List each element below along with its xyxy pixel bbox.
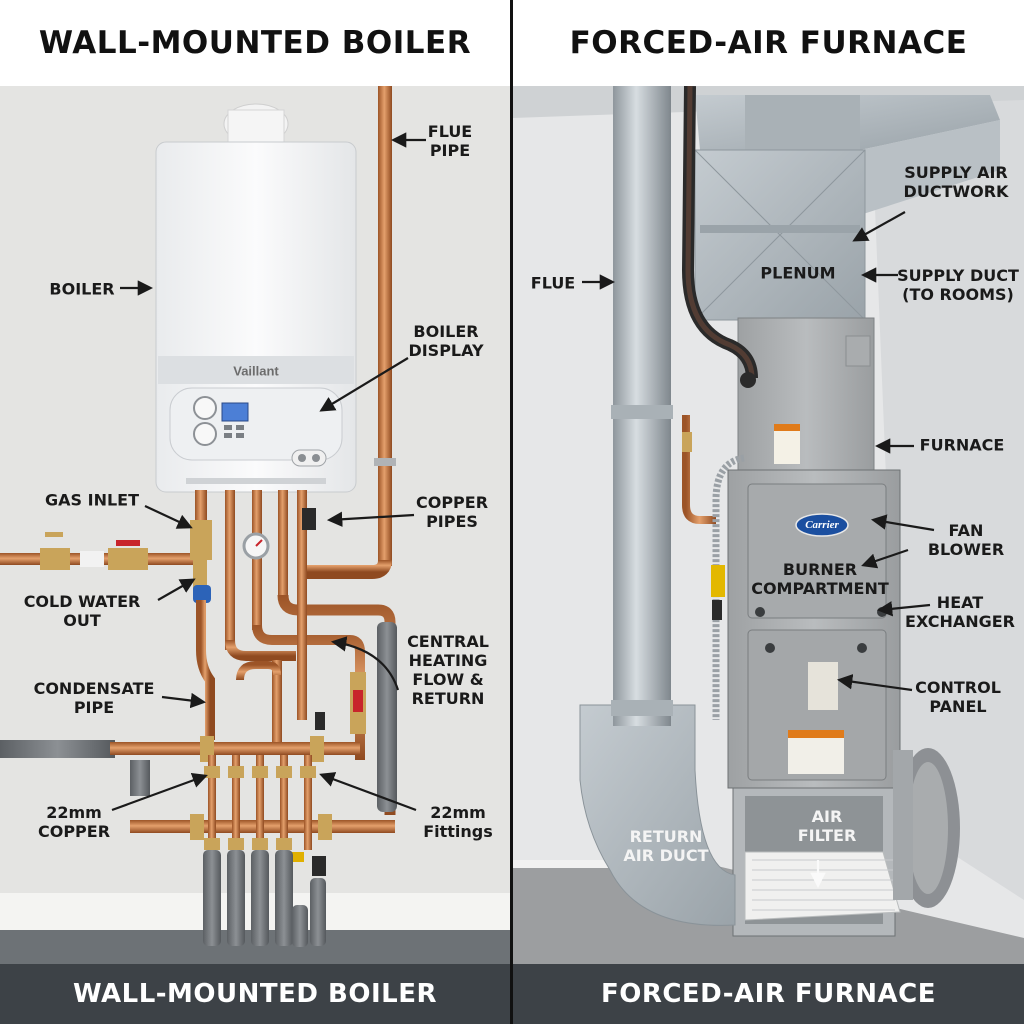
manifold-drops [204, 755, 326, 876]
arrow-supply-ductwork [852, 211, 906, 242]
label-22mm-copper: 22mm COPPER [37, 803, 111, 841]
label-heat-exchanger: HEAT EXCHANGER [905, 593, 1015, 631]
furnace-header: FORCED-AIR FURNACE [513, 0, 1024, 86]
boiler-header: WALL-MOUNTED BOILER [0, 0, 510, 86]
boiler-footer: WALL-MOUNTED BOILER [73, 979, 437, 1009]
label-burner-compartment: BURNER COMPARTMENT [751, 560, 889, 598]
boiler-footer-bar [0, 964, 510, 1024]
label-fan-blower: FAN BLOWER [927, 521, 1005, 559]
arrow-heat-exchanger [876, 601, 931, 617]
arrow-22mm-copper [111, 772, 208, 812]
arrow-boiler-display [319, 357, 409, 412]
label-plenum: PLENUM [760, 263, 836, 283]
label-boiler-display: BOILER DISPLAY [408, 322, 484, 360]
carrier-logo [795, 513, 849, 537]
furnace-footer: FORCED-AIR FURNACE [600, 979, 937, 1009]
label-air-filter: AIR FILTER [797, 807, 857, 845]
label-boiler: BOILER [49, 279, 115, 299]
label-furnace: FURNACE [919, 435, 1005, 455]
air-filter-mesh [752, 859, 895, 911]
arrow-control-panel [836, 674, 913, 692]
boiler-scene [0, 86, 510, 966]
panel-divider [510, 0, 513, 1024]
arrow-central-heating [330, 636, 400, 691]
furnace-scene [513, 85, 1024, 966]
arrow-condensate [161, 692, 207, 709]
label-copper-pipes: COPPER PIPES [415, 493, 489, 531]
arrow-fan-blower [870, 514, 935, 532]
label-supply-duct: SUPPLY DUCT (TO ROOMS) [897, 266, 1019, 304]
arrow-copper-pipes [326, 511, 415, 527]
label-central-heating: CENTRAL HEATING FLOW & RETURN [407, 632, 489, 708]
flue-pipe-shape [378, 86, 392, 566]
label-condensate-pipe: CONDENSATE PIPE [33, 679, 155, 717]
leader-lines [111, 132, 935, 812]
carrier-brand: Carrier [805, 519, 839, 531]
label-flue: FLUE [530, 273, 576, 293]
label-gas-inlet: GAS INLET [45, 490, 139, 510]
arrow-cold-water [157, 578, 196, 601]
boiler-screen [221, 402, 249, 422]
label-control-panel: CONTROL PANEL [915, 678, 1001, 716]
label-cold-water-out: COLD WATER OUT [23, 592, 141, 630]
vaillant-brand: Vaillant [233, 363, 279, 379]
arrow-22mm-fittings [319, 772, 417, 812]
label-supply-air-ductwork: SUPPLY AIR DUCTWORK [903, 163, 1009, 201]
furnace-footer-bar [513, 964, 1024, 1024]
arrow-burner [861, 548, 909, 569]
arrow-gas-inlet [144, 505, 193, 529]
label-22mm-fittings: 22mm Fittings [423, 803, 493, 841]
label-flue-pipe: FLUE PIPE [427, 122, 473, 160]
label-return-air-duct: RETURN AIR DUCT [623, 827, 709, 865]
